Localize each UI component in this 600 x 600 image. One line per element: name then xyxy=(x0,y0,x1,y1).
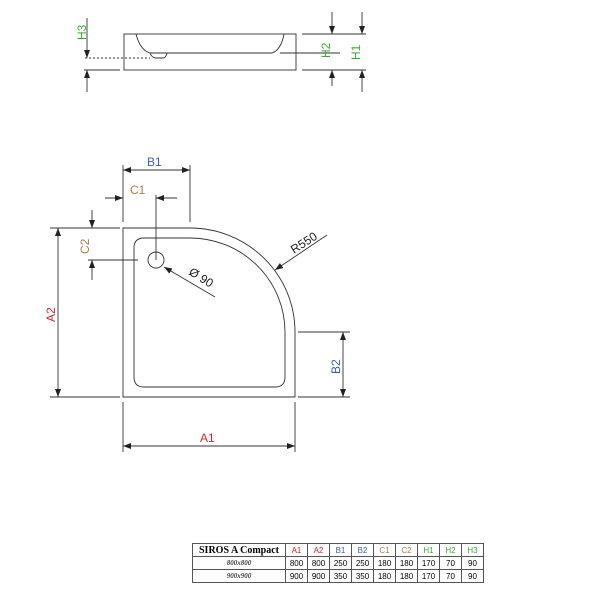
label-b2: B2 xyxy=(329,359,343,374)
cell: 180 xyxy=(395,569,418,583)
header-c2: C2 xyxy=(395,543,418,557)
cell: 350 xyxy=(329,569,352,583)
side-view xyxy=(84,12,366,92)
label-c1: C1 xyxy=(130,183,146,197)
label-drain-diameter: Ø 90 xyxy=(186,265,216,291)
label-h1: H1 xyxy=(349,44,363,60)
cell: 900 xyxy=(307,569,330,583)
cell: 180 xyxy=(395,556,418,570)
cell: 800 xyxy=(285,556,308,570)
cell: 900 xyxy=(285,569,308,583)
header-b2: B2 xyxy=(351,543,374,557)
header-c1: C1 xyxy=(373,543,396,557)
cell: 90 xyxy=(461,569,484,583)
cell: 180 xyxy=(373,569,396,583)
cell: 90 xyxy=(461,556,484,570)
header-b1: B1 xyxy=(329,543,352,557)
header-h3: H3 xyxy=(461,543,484,557)
label-h2: H2 xyxy=(319,42,333,58)
label-radius: R550 xyxy=(288,229,320,257)
table-row: 800x800 800 800 250 250 180 180 170 70 9… xyxy=(192,556,484,570)
label-h3: H3 xyxy=(75,24,89,40)
cell: 250 xyxy=(351,556,374,570)
cell: 170 xyxy=(417,556,440,570)
label-a1: A1 xyxy=(200,431,215,445)
cell: 170 xyxy=(417,569,440,583)
plan-view xyxy=(50,165,350,452)
row-size: 800x800 xyxy=(192,556,286,570)
header-h2: H2 xyxy=(439,543,462,557)
dimensions-table: SIROS A Compact A1 A2 B1 B2 C1 C2 H1 H2 … xyxy=(192,543,484,583)
cell: 350 xyxy=(351,569,374,583)
cell: 800 xyxy=(307,556,330,570)
table-header-row: SIROS A Compact A1 A2 B1 B2 C1 C2 H1 H2 … xyxy=(192,543,484,557)
table-row: 900x900 900 900 350 350 180 180 170 70 9… xyxy=(192,569,484,583)
row-size: 900x900 xyxy=(192,569,286,583)
cell: 180 xyxy=(373,556,396,570)
label-b1: B1 xyxy=(147,155,162,169)
header-a1: A1 xyxy=(285,543,308,557)
header-h1: H1 xyxy=(417,543,440,557)
cell: 70 xyxy=(439,556,462,570)
label-c2: C2 xyxy=(78,238,92,254)
cell: 70 xyxy=(439,569,462,583)
table-title: SIROS A Compact xyxy=(192,543,286,557)
header-a2: A2 xyxy=(307,543,330,557)
cell: 250 xyxy=(329,556,352,570)
label-a2: A2 xyxy=(44,307,58,322)
